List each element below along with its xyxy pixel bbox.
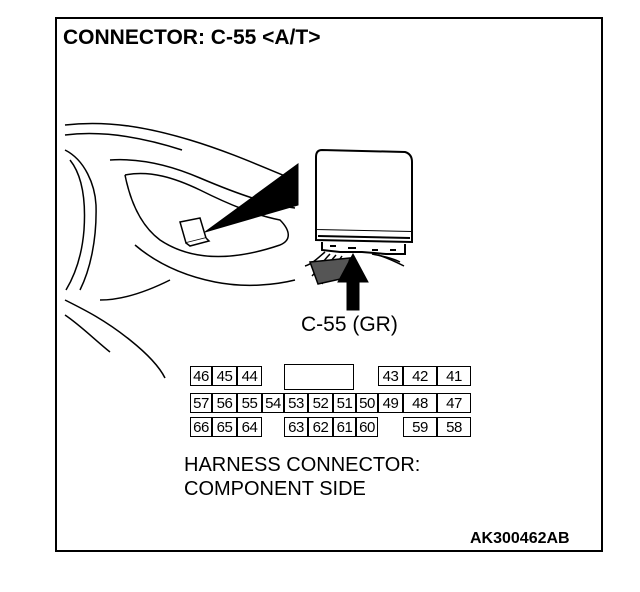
connector-pin-52: 52: [308, 393, 333, 413]
connector-pin-66: 66: [190, 417, 212, 437]
connector-pin-54: 54: [262, 393, 284, 413]
connector-pin-41: 41: [437, 366, 471, 386]
connector-pin-55: 55: [237, 393, 262, 413]
connector-pin-47: 47: [437, 393, 471, 413]
harness-caption-line1: HARNESS CONNECTOR:: [184, 454, 421, 476]
callout-leader: [204, 163, 299, 233]
connector-pin-57: 57: [190, 393, 212, 413]
diagram-frame: [55, 17, 603, 552]
connector-pin-49: 49: [378, 393, 403, 413]
connector-pin-58: 58: [437, 417, 471, 437]
connector-pin-46: 46: [190, 366, 212, 386]
connector-pin-59: 59: [403, 417, 437, 437]
connector-pin-51: 51: [333, 393, 356, 413]
connector-label: C-55 (GR): [301, 313, 398, 336]
connector-pin-62: 62: [308, 417, 333, 437]
pointer-arrow: [337, 252, 369, 311]
control-unit-drawing: [315, 148, 413, 255]
connector-pin-42: 42: [403, 366, 437, 386]
connector-pin-65: 65: [212, 417, 237, 437]
connector-pin-43: 43: [378, 366, 403, 386]
dashboard-drawing: [64, 122, 296, 379]
harness-caption-line2: COMPONENT SIDE: [184, 478, 366, 500]
dashboard-connector-drawing: [179, 217, 211, 247]
connector-pin-53: 53: [284, 393, 308, 413]
connector-pin-60: 60: [356, 417, 378, 437]
connector-pin-63: 63: [284, 417, 308, 437]
connector-pin-44: 44: [237, 366, 262, 386]
connector-pin-64: 64: [237, 417, 262, 437]
connector-pin-56: 56: [212, 393, 237, 413]
connector-pin-48: 48: [403, 393, 437, 413]
connector-key-outline: [284, 364, 354, 390]
connector-pin-50: 50: [356, 393, 378, 413]
page-title: CONNECTOR: C-55 <A/T>: [63, 26, 321, 49]
connector-pin-45: 45: [212, 366, 237, 386]
connector-pin-61: 61: [333, 417, 356, 437]
reference-code: AK300462AB: [470, 530, 570, 547]
